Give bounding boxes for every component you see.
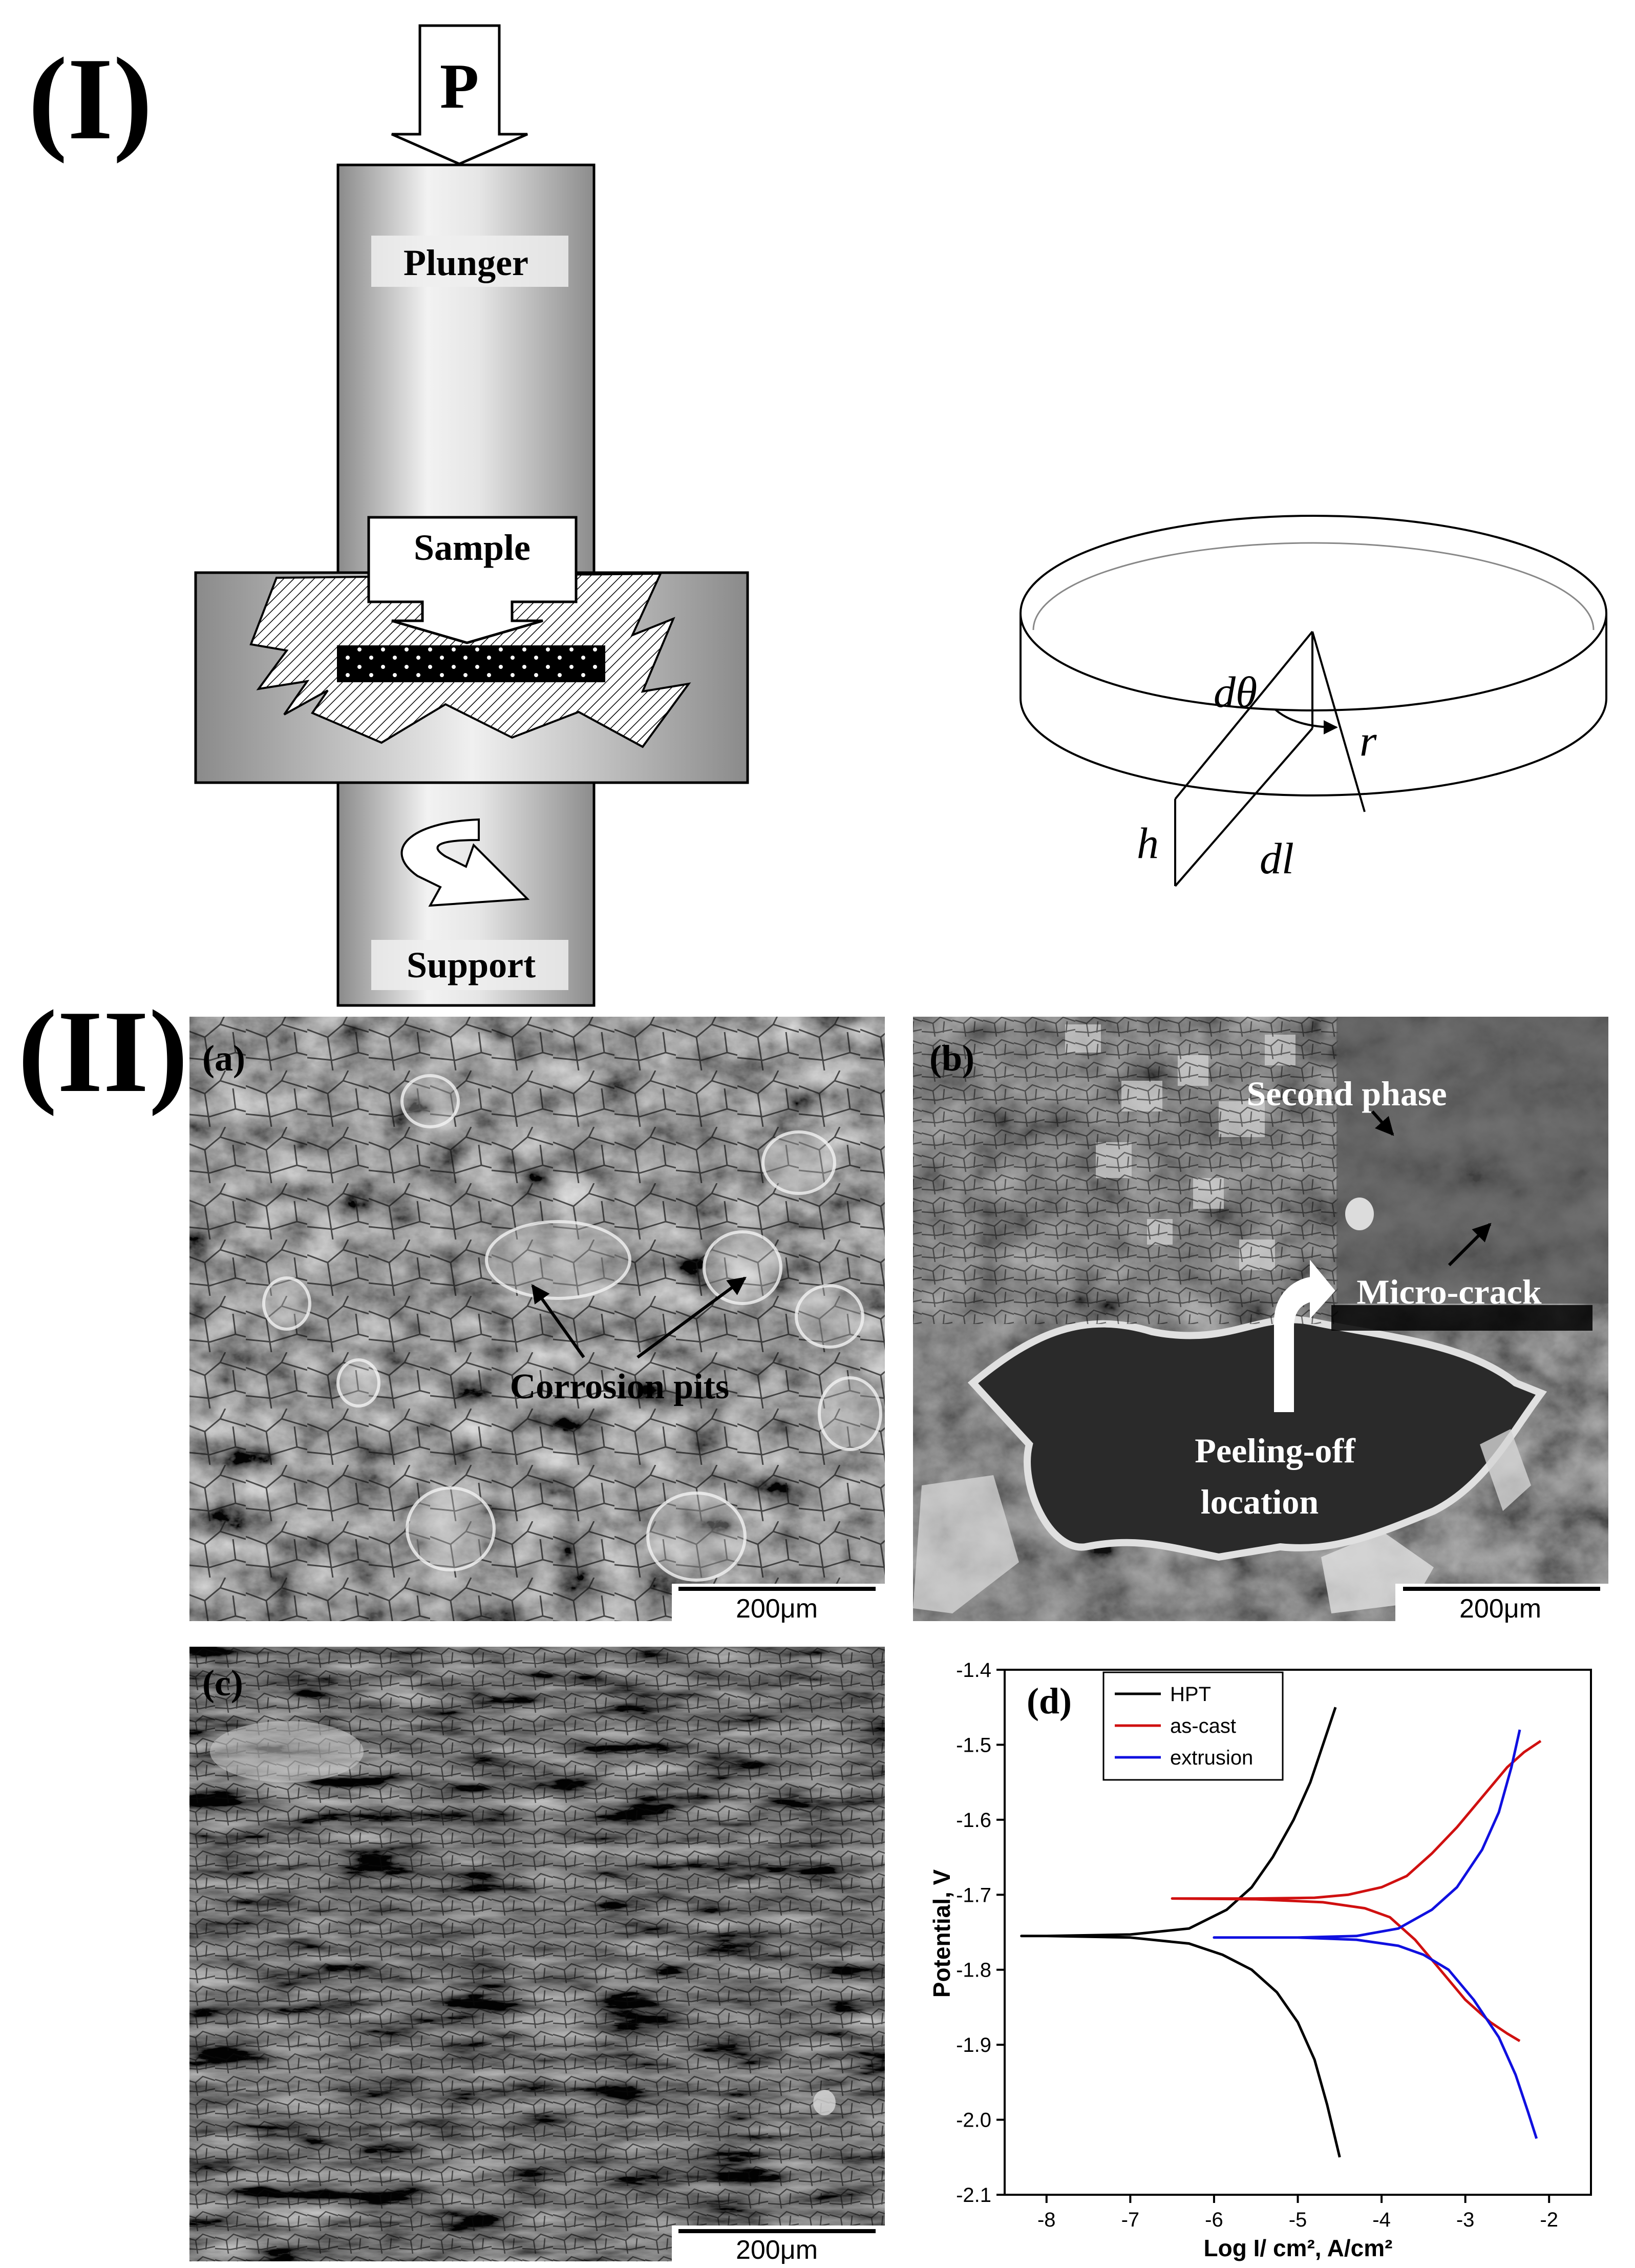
y-tick-label: -1.4: [956, 1659, 991, 1682]
peeling-off-annotation-line1: Peeling-off: [1195, 1431, 1356, 1470]
chart-plot-area: [1004, 1669, 1592, 2196]
load-label: P: [440, 51, 479, 122]
x-axis-label: Log I/ cm², A/cm²: [1204, 2235, 1393, 2261]
y-axis-label: Potential, V: [928, 1869, 955, 1998]
y-tick-label: -2.0: [956, 2109, 991, 2132]
panel-c: (c) 200μm: [189, 1647, 885, 2265]
panel-d: (d) -8 -7 -6 -5 -4 -3 -2 -1.4 -1.5 -1.6 -1.7 -1.8 -1…: [928, 1659, 1592, 2261]
x-tick-label: -8: [1037, 2209, 1056, 2231]
load-arrow-icon: [391, 24, 528, 165]
dtheta-label: dθ: [1214, 667, 1257, 717]
panel-b-label: (b): [929, 1038, 974, 1079]
x-tick-label: -6: [1205, 2209, 1223, 2231]
chart-axes: -8 -7 -6 -5 -4 -3 -2 -1.4 -1.5 -1.6 -1.7 -1.8 -1.9 -2…: [956, 1659, 1558, 2231]
series-line-HPT: [1020, 1707, 1341, 2158]
chart-legend: HPT as-cast extrusion: [1102, 1671, 1284, 1781]
series-line-extrusion: [1213, 1729, 1538, 2139]
dl-label: dl: [1260, 834, 1294, 883]
disk-bottom-edge: [1020, 613, 1607, 796]
sample-disk: [337, 645, 605, 682]
panel-a: (a) Corrosion pits 200μm: [189, 1017, 885, 1624]
peeling-off-arrow-icon: [1274, 1259, 1335, 1412]
micro-crack-annotation: Micro-crack: [1356, 1272, 1541, 1311]
panel-a-label: (a): [202, 1038, 245, 1079]
part-label-II: (II): [18, 986, 188, 1117]
y-tick-label: -1.9: [956, 2034, 991, 2056]
sample-label: Sample: [414, 527, 530, 568]
sample-arrow-icon: [367, 516, 578, 644]
x-tick-label: -2: [1540, 2209, 1558, 2231]
disk-geometry: [1020, 515, 1607, 887]
dtheta-arc-icon: [1274, 708, 1338, 734]
legend-label: extrusion: [1170, 1747, 1253, 1769]
hpt-schematic: P Plunger Sample Support: [194, 24, 749, 1007]
panel-b-scale-label: 200μm: [1459, 1594, 1541, 1624]
panel-c-scale-label: 200μm: [736, 2235, 818, 2265]
r-label: r: [1360, 716, 1377, 765]
x-tick-label: -5: [1289, 2209, 1307, 2231]
panel-d-label: (d): [1027, 1681, 1072, 1721]
y-tick-label: -1.8: [956, 1959, 991, 1982]
h-label: h: [1137, 818, 1159, 868]
y-tick-label: -1.5: [956, 1734, 991, 1756]
chart-series: [1020, 1707, 1542, 2158]
corrosion-pits-annotation: Corrosion pits: [510, 1367, 729, 1406]
x-tick-label: -3: [1456, 2209, 1475, 2231]
legend-label: as-cast: [1170, 1715, 1236, 1737]
panel-b: (b) Second phase Micro-crack Peeling-off…: [913, 1017, 1608, 1624]
support-label: Support: [407, 944, 536, 985]
x-tick-label: -4: [1372, 2209, 1391, 2231]
y-tick-label: -2.1: [956, 2184, 991, 2207]
x-tick-label: -7: [1121, 2209, 1140, 2231]
part-label-I: (I): [28, 33, 153, 164]
legend-label: HPT: [1170, 1683, 1211, 1706]
y-tick-label: -1.7: [956, 1884, 991, 1906]
corrosion-pit-markers: [262, 1074, 882, 1582]
plunger-label: Plunger: [404, 242, 528, 283]
peeling-off-annotation-line2: location: [1201, 1482, 1319, 1521]
series-line-as-cast: [1171, 1740, 1542, 2042]
panel-a-scale-label: 200μm: [736, 1594, 818, 1624]
rotation-arrow-icon: [400, 818, 530, 907]
second-phase-annotation: Second phase: [1246, 1074, 1447, 1113]
y-tick-label: -1.6: [956, 1809, 991, 1832]
panel-c-label: (c): [202, 1663, 243, 1704]
